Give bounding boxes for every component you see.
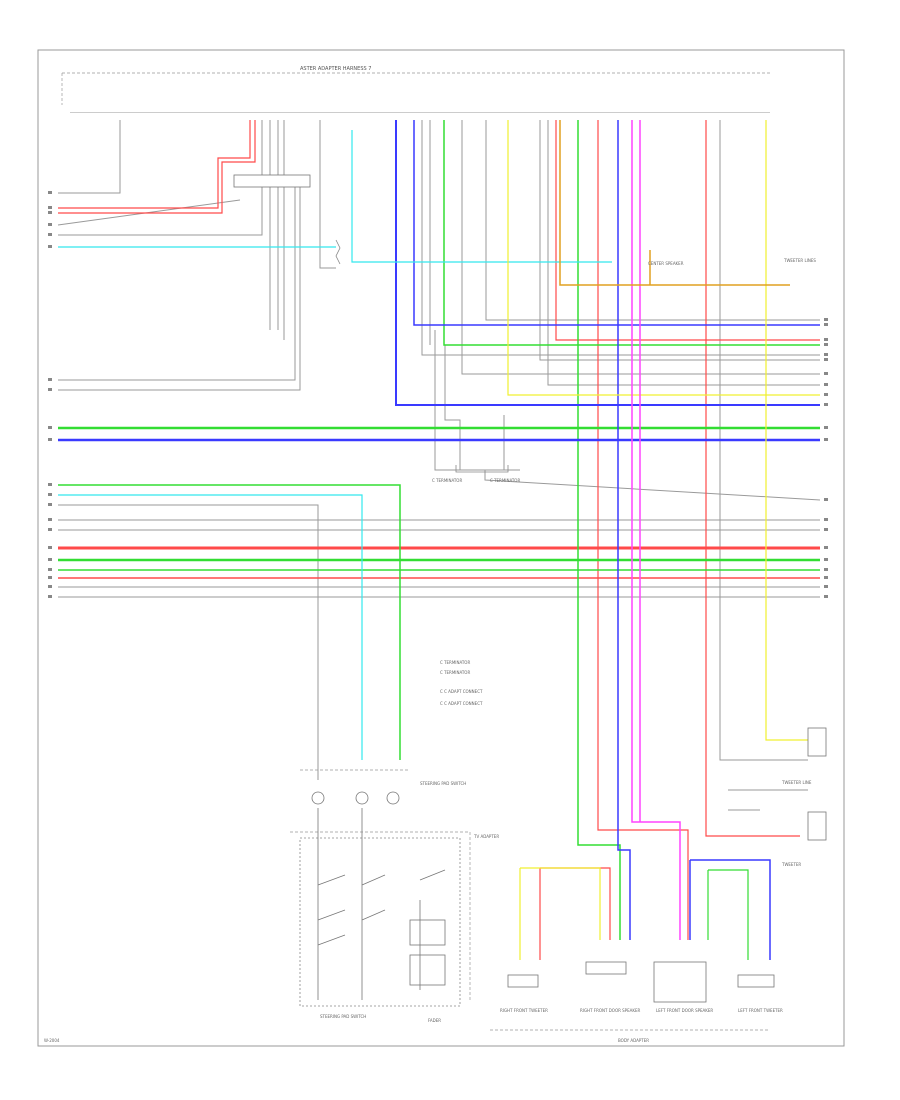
top-harness-label: ASTER ADAPTER HARNESS 7	[300, 66, 371, 72]
cyan-wires	[58, 130, 612, 760]
speaker-blocks	[507, 961, 775, 1003]
yellow-wires	[507, 120, 820, 960]
connector-pin-row	[70, 112, 770, 113]
lower-dashed-harness	[290, 831, 471, 1000]
steering-pad-label: STEERING PAD SWITCH	[320, 1014, 366, 1019]
orange-wires	[559, 120, 790, 286]
corner-tag: W-2004	[44, 1038, 60, 1043]
center-speaker-label: CENTER SPEAKER	[648, 261, 684, 266]
right-front-door-label: RIGHT FRONT DOOR SPEAKER	[580, 1008, 641, 1013]
splice-box-upper	[233, 174, 311, 188]
cd-main-label-1: C TERMINATOR	[432, 478, 462, 483]
svg-text:C TERMINATOR: C TERMINATOR	[440, 670, 470, 675]
blue-wires	[58, 120, 820, 960]
mirror-connectors	[311, 791, 400, 805]
svg-text:C TERMINATOR: C TERMINATOR	[440, 660, 470, 665]
left-terminal-markers	[48, 191, 52, 598]
svg-text:C C ADAPT CONNECT: C C ADAPT CONNECT	[440, 689, 483, 694]
steering-pad-switch	[299, 837, 461, 1007]
tv-adapter-label: TV ADAPTER	[473, 834, 499, 839]
right-front-tweeter-label: RIGHT FRONT TWEETER	[500, 1008, 548, 1013]
tweeter-lines-label: TWEETER LINES	[783, 258, 816, 263]
green-wires	[58, 120, 820, 960]
tweeter-line-label-a: TWEETER LINE	[781, 780, 812, 785]
diagram-frame	[37, 49, 845, 1047]
tweeter-line-label-b: TWEETER	[781, 862, 801, 867]
top-harness-bracket	[61, 72, 772, 105]
bottom-harness-label: BODY ADAPTER	[618, 1038, 649, 1043]
cd-main-label-2: C TERMINATOR	[490, 478, 520, 483]
fader-label: FADER	[428, 1018, 441, 1023]
switch-contacts	[317, 808, 446, 1000]
splice-symbol	[335, 239, 341, 265]
gray-wires	[57, 120, 821, 811]
svg-text:C C ADAPT CONNECT: C C ADAPT CONNECT	[440, 701, 483, 706]
magenta-wires	[631, 120, 681, 940]
left-front-tweeter-label: LEFT FRONT TWEETER	[738, 1008, 783, 1013]
tweeter-connectors	[807, 727, 827, 841]
right-terminal-markers	[824, 318, 828, 598]
red-wires	[58, 120, 820, 960]
legend-notes: C TERMINATOR C TERMINATOR C C ADAPT CONN…	[440, 660, 483, 706]
mirror-amp-label: STEERING PAD SWITCH	[420, 781, 466, 786]
left-front-door-label: LEFT FRONT DOOR SPEAKER	[656, 1008, 713, 1013]
junction-bracket	[455, 465, 509, 473]
